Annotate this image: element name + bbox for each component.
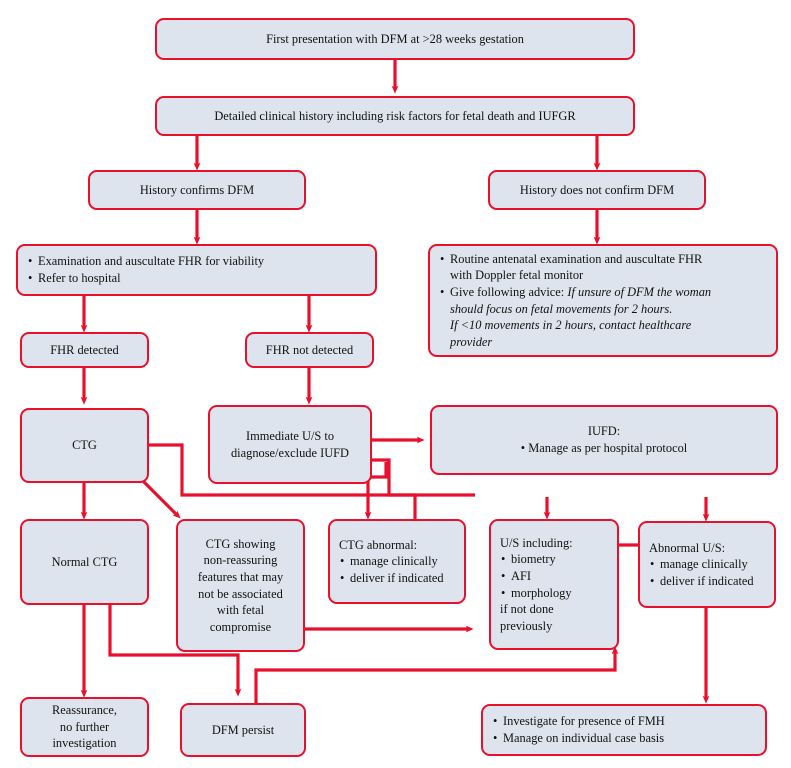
node-routine-bullet-2-italic-3: If <10 movements in 2 hours, contact hea… — [450, 318, 692, 333]
node-us-including-bullet-3: morphology — [500, 585, 572, 602]
node-fhr-detected-text: FHR detected — [50, 342, 119, 357]
node-reassurance-line-3: investigation — [52, 736, 117, 751]
node-dfm-persist[interactable]: DFM persist — [180, 703, 306, 757]
node-us-including-tail-2: previously — [500, 618, 553, 633]
node-us-including[interactable]: U/S including: biometry AFI morphology i… — [489, 519, 619, 650]
node-history-not-confirm[interactable]: History does not confirm DFM — [488, 170, 706, 210]
node-non-reassuring-line-4: not be associated — [198, 586, 283, 601]
node-immediate-us[interactable]: Immediate U/S to diagnose/exclude IUFD — [208, 405, 372, 484]
node-iufd-bullet-1-text: Manage as per hospital protocol — [528, 441, 688, 455]
node-reassurance[interactable]: Reassurance, no further investigation — [20, 697, 149, 757]
node-investigate-fmh[interactable]: Investigate for presence of FMH Manage o… — [481, 704, 767, 756]
node-ctg-text: CTG — [72, 438, 97, 453]
node-detailed-history-text: Detailed clinical history including risk… — [214, 108, 576, 123]
node-abnormal-us-bullet-2: deliver if indicated — [649, 573, 754, 590]
node-routine-bullet-2-lead: Give following advice: — [450, 284, 568, 299]
node-fhr-not-detected[interactable]: FHR not detected — [245, 332, 374, 368]
node-normal-ctg[interactable]: Normal CTG — [20, 519, 149, 605]
node-exam-bullet-2: Refer to hospital — [27, 270, 121, 287]
node-investigate-fmh-bullet-1: Investigate for presence of FMH — [492, 713, 665, 730]
node-ctg-abnormal[interactable]: CTG abnormal: manage clinically deliver … — [328, 519, 466, 604]
node-exam-auscultate[interactable]: Examination and auscultate FHR for viabi… — [16, 244, 377, 296]
node-reassurance-line-1: Reassurance, — [51, 703, 118, 718]
node-ctg-abnormal-bullet-2: deliver if indicated — [339, 570, 444, 587]
node-iufd[interactable]: IUFD: • Manage as per hospital protocol — [430, 405, 778, 475]
node-non-reassuring-line-1: CTG showing — [205, 536, 276, 551]
node-history-not-confirm-text: History does not confirm DFM — [519, 182, 675, 197]
node-iufd-heading: IUFD: — [587, 424, 621, 439]
node-ctg-abnormal-heading: CTG abnormal: — [339, 537, 418, 552]
node-routine-bullet-1-line-1: Routine antenatal examination and auscul… — [450, 251, 703, 266]
node-us-including-tail-1: if not done — [500, 602, 554, 617]
node-exam-bullet-1: Examination and auscultate FHR for viabi… — [27, 253, 264, 270]
node-investigate-fmh-bullet-2: Manage on individual case basis — [492, 730, 664, 747]
node-routine-bullet-2-italic-2: should focus on fetal movements for 2 ho… — [450, 301, 673, 316]
node-abnormal-us-heading: Abnormal U/S: — [649, 540, 726, 555]
node-reassurance-line-2: no further — [59, 719, 110, 734]
node-routine-bullet-1: Routine antenatal examination and auscul… — [439, 251, 702, 284]
node-history-confirms-text: History confirms DFM — [139, 182, 255, 197]
node-ctg-non-reassuring[interactable]: CTG showing non-reassuring features that… — [176, 519, 305, 652]
edge-ctg-to-non-reassuring — [138, 476, 181, 519]
node-routine-bullet-2-italic-4: provider — [450, 334, 493, 349]
node-ctg-abnormal-bullet-1: manage clinically — [339, 553, 438, 570]
node-fhr-detected[interactable]: FHR detected — [20, 332, 149, 368]
node-normal-ctg-text: Normal CTG — [51, 554, 118, 569]
edge-dfmpersist-to-us-including — [238, 646, 619, 707]
node-us-including-heading: U/S including: — [500, 535, 573, 550]
node-routine-bullet-1-line-2: with Doppler fetal monitor — [450, 268, 584, 283]
node-routine-bullet-2-italic-1: If unsure of DFM the woman — [567, 284, 712, 299]
node-first-presentation[interactable]: First presentation with DFM at >28 weeks… — [155, 18, 635, 60]
node-first-presentation-text: First presentation with DFM at >28 weeks… — [266, 31, 524, 46]
node-dfm-persist-text: DFM persist — [211, 722, 275, 737]
node-ctg[interactable]: CTG — [20, 408, 149, 483]
node-fhr-not-detected-text: FHR not detected — [265, 342, 354, 357]
node-us-including-bullet-2: AFI — [500, 568, 531, 585]
node-immediate-us-line-2: diagnose/exclude IUFD — [230, 445, 350, 460]
node-history-confirms[interactable]: History confirms DFM — [88, 170, 306, 210]
node-detailed-history[interactable]: Detailed clinical history including risk… — [155, 96, 635, 136]
node-iufd-bullet-1: • Manage as per hospital protocol — [520, 441, 688, 455]
node-abnormal-us-bullet-1: manage clinically — [649, 556, 748, 573]
node-non-reassuring-line-6: compromise — [209, 619, 272, 634]
node-non-reassuring-line-5: with fetal — [216, 603, 265, 618]
node-us-including-bullet-1: biometry — [500, 551, 556, 568]
node-non-reassuring-line-3: features that may — [197, 569, 284, 584]
node-abnormal-us[interactable]: Abnormal U/S: manage clinically deliver … — [638, 521, 776, 608]
node-immediate-us-line-1: Immediate U/S to — [245, 428, 335, 443]
node-routine-bullet-2: Give following advice: If unsure of DFM … — [439, 284, 711, 350]
node-routine-antenatal[interactable]: Routine antenatal examination and auscul… — [428, 244, 778, 357]
node-non-reassuring-line-2: non-reassuring — [203, 553, 278, 568]
